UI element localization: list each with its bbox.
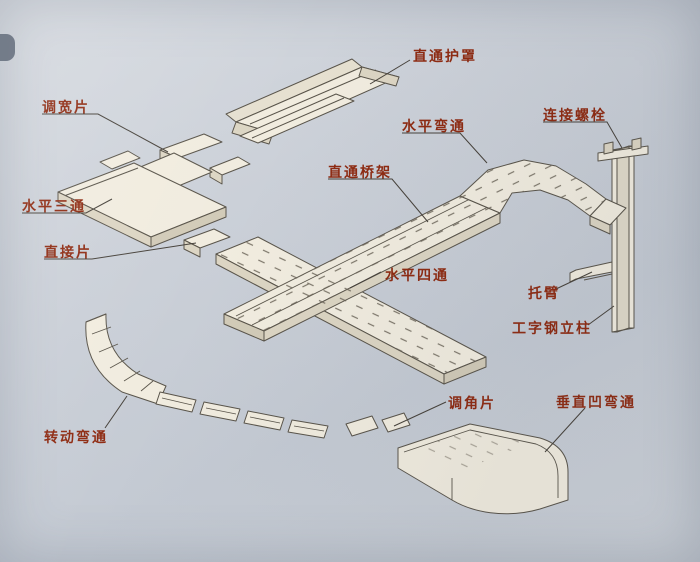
part-straight-cover	[225, 58, 400, 145]
label-lianjie-luoshuan: 连接螺栓	[543, 107, 607, 123]
label-zhitong-huzhao: 直通护罩	[413, 48, 477, 64]
leader-chuizhi-aowantong	[544, 407, 586, 453]
leader-shuiping-sitong	[349, 271, 382, 289]
label-chuizhi-aowantong: 垂直凹弯通	[556, 394, 636, 410]
leader-zhitong-huzhao	[369, 59, 411, 85]
leader-lianjie-luoshuan	[543, 121, 623, 149]
leader-shuiping-wantong	[402, 132, 488, 164]
label-tiaojiao-pian: 调角片	[448, 395, 496, 411]
part-horizontal-tee	[57, 152, 227, 248]
leader-lines	[22, 59, 623, 453]
label-zhijie-pian: 直接片	[44, 244, 92, 260]
part-rotating-bend	[85, 313, 167, 405]
leader-shuiping-santong	[22, 198, 113, 214]
label-shuiping-santong: 水平三通	[22, 198, 86, 214]
part-ibeam-column	[611, 145, 635, 333]
part-link-segments	[155, 391, 329, 439]
part-connecting-bolt	[597, 137, 649, 162]
label-zhitong-qiaojia: 直通桥架	[328, 164, 392, 180]
leader-tiaojiao-pian	[393, 401, 447, 427]
hatch-marks	[216, 160, 606, 468]
part-cover-tray-section	[239, 93, 355, 144]
label-zhuandong-wantong: 转动弯通	[44, 429, 108, 445]
leader-zhitong-qiaojia	[328, 178, 429, 223]
label-shuiping-sitong: 水平四通	[385, 267, 449, 283]
leader-gongzigang-lizhu	[587, 305, 615, 326]
label-tuobi: 托臂	[528, 285, 560, 301]
leader-tuobi	[555, 271, 593, 290]
label-tiaokuan-pian: 调宽片	[42, 99, 90, 115]
label-gongzigang-lizhu: 工字钢立柱	[512, 320, 592, 336]
leader-tiaokuan-pian	[42, 113, 169, 153]
label-shuiping-wantong: 水平弯通	[402, 118, 466, 134]
leader-zhuandong-wantong	[104, 395, 128, 429]
part-angle-adjuster	[345, 412, 411, 437]
photo-smudge	[0, 34, 15, 61]
leader-zhijie-pian	[44, 242, 197, 260]
